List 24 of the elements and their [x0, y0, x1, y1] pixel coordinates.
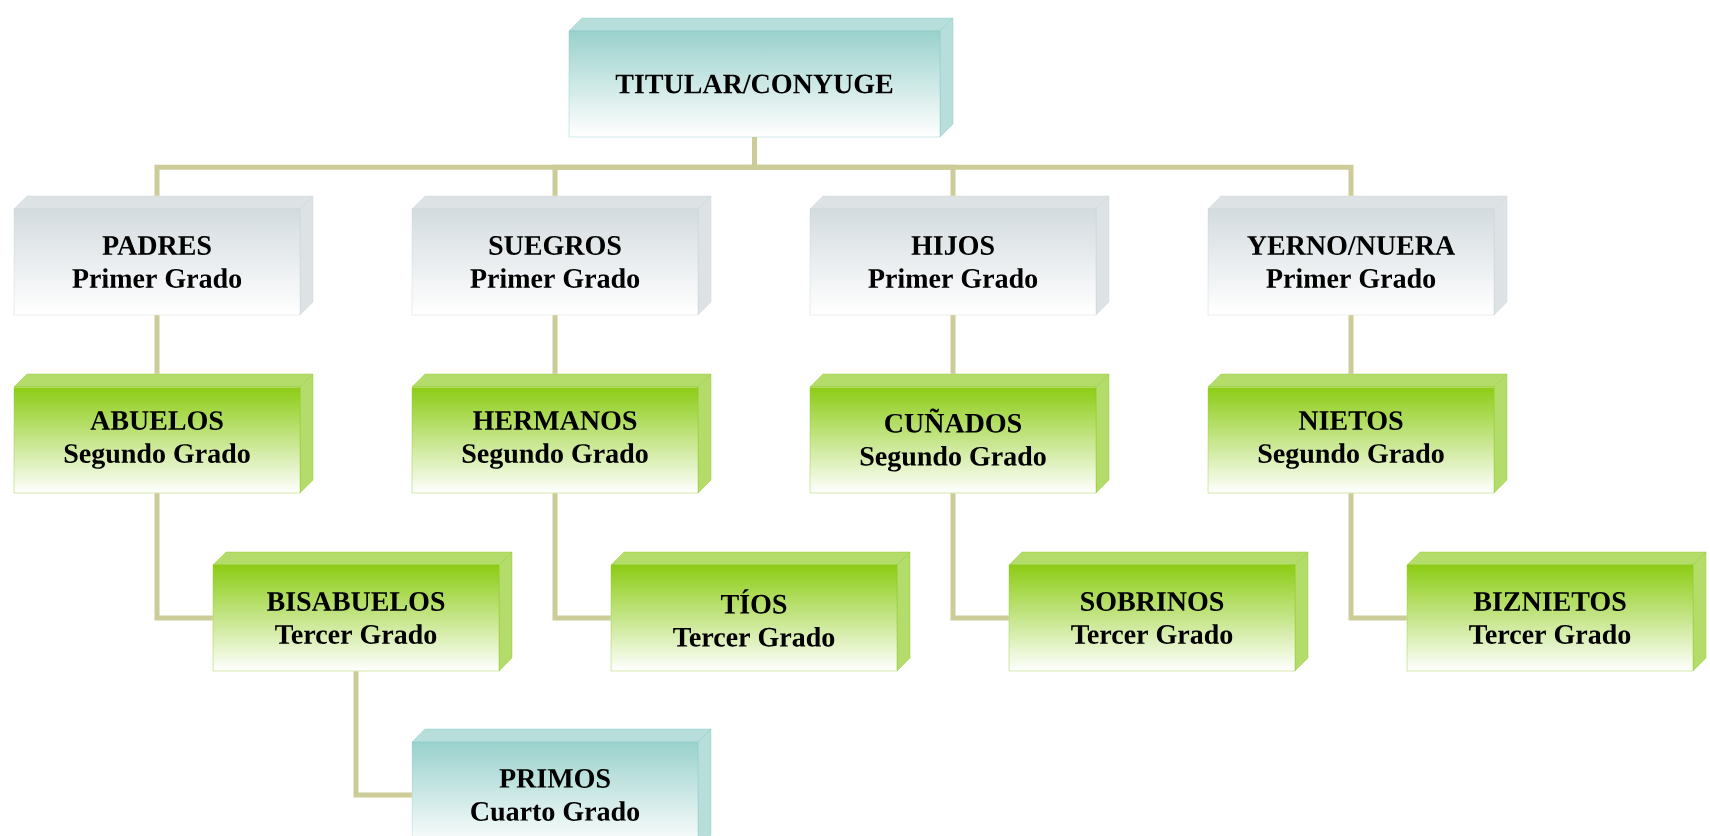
connector-line [552, 315, 558, 374]
connector-line [752, 137, 1354, 196]
grade-box: NIETOS Segundo Grado [1207, 373, 1508, 494]
connector-line [950, 493, 1009, 621]
grade-box: PRIMOS Cuarto Grado [411, 728, 712, 836]
grade-box: HIJOS Primer Grado [809, 195, 1110, 316]
connector-line [353, 671, 412, 798]
grade-box: PADRES Primer Grado [13, 195, 314, 316]
connector-line [1348, 493, 1407, 621]
grade-box: SUEGROS Primer Grado [411, 195, 712, 316]
connector-line [154, 493, 213, 621]
grade-box: TITULAR/CONYUGE [568, 17, 954, 138]
grade-box: YERNO/NUERA Primer Grado [1207, 195, 1508, 316]
connector-line [950, 315, 956, 374]
connector-line [552, 493, 611, 621]
grade-box: BIZNIETOS Tercer Grado [1406, 551, 1707, 672]
connector-line [154, 315, 160, 374]
grade-box: BISABUELOS Tercer Grado [212, 551, 513, 672]
grade-box: SOBRINOS Tercer Grado [1008, 551, 1309, 672]
grade-box: HERMANOS Segundo Grado [411, 373, 712, 494]
connector-line [1348, 315, 1354, 374]
grade-box: ABUELOS Segundo Grado [13, 373, 314, 494]
grade-box: TÍOS Tercer Grado [610, 551, 911, 672]
grade-box: CUÑADOS Segundo Grado [809, 373, 1110, 494]
